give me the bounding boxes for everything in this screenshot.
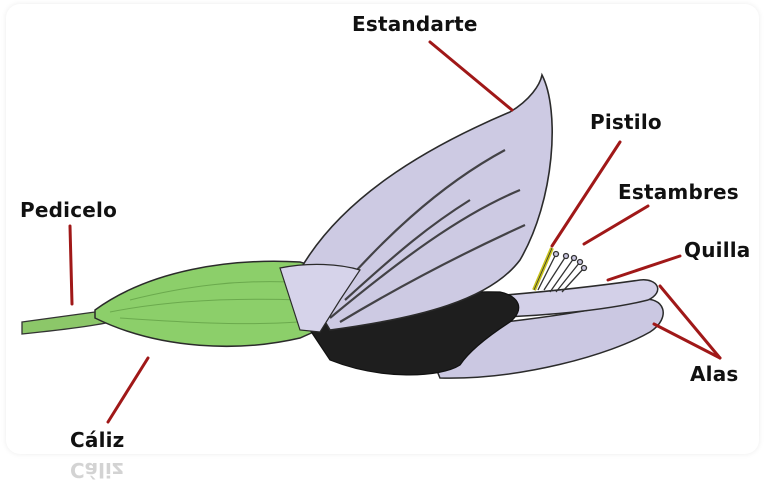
leader-estandarte [430, 42, 512, 110]
leader-estambres [584, 206, 648, 244]
leader-pedicelo [70, 226, 72, 304]
pistil-outline [534, 248, 552, 290]
label-quilla: Quilla [684, 238, 751, 262]
leader-caliz [108, 358, 148, 422]
label-estambres: Estambres [618, 180, 739, 204]
label-estandarte: Estandarte [352, 12, 478, 36]
label-pedicelo: Pedicelo [20, 198, 117, 222]
label-alas: Alas [690, 362, 739, 386]
label-caliz-reflection: Cáliz [70, 458, 124, 482]
stamens [538, 252, 587, 293]
leader-alas-lower [654, 324, 720, 358]
label-caliz: Cáliz [70, 428, 125, 452]
leader-quilla [608, 256, 680, 280]
label-pistilo: Pistilo [590, 110, 662, 134]
leader-alas-upper [660, 286, 720, 358]
